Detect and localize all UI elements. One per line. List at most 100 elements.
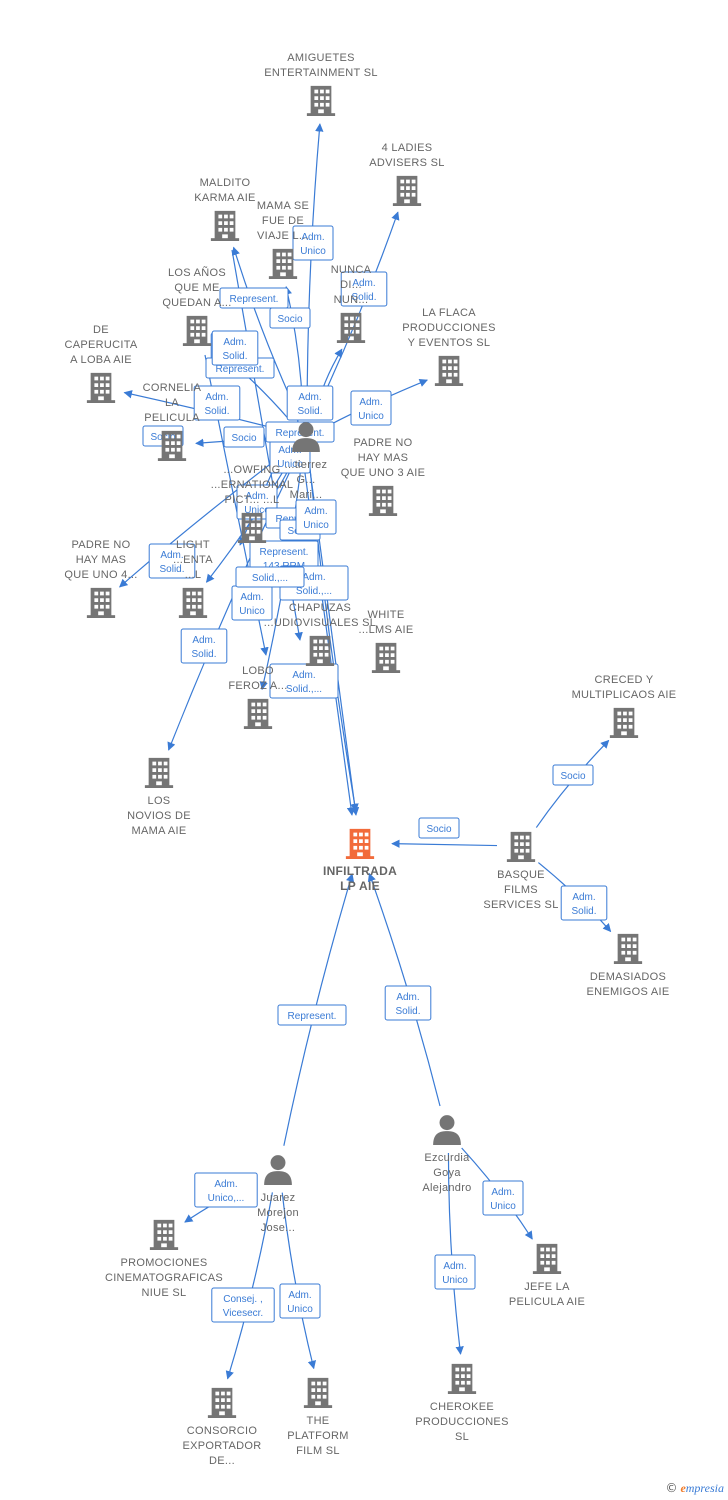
node-light[interactable]: LIGHT...ENTA...L — [173, 539, 213, 618]
edge-ezcurdia-cherokee[interactable] — [447, 1152, 464, 1355]
person-icon — [433, 1115, 461, 1145]
edge-label-gutierrez-padre4[interactable]: Adm.Solid. — [148, 543, 196, 579]
edge-gutierrez-novios[interactable] — [167, 457, 297, 751]
edge-juarez-platform[interactable] — [281, 1192, 317, 1370]
building-icon — [149, 1219, 179, 1250]
edge-label-gutierrez-padre4-text: Adm. — [160, 550, 183, 561]
edge-juarez-consorcio[interactable] — [225, 1192, 273, 1380]
edge-cluster-2[interactable] — [296, 414, 356, 816]
node-label-mama: VIAJE L... — [257, 230, 309, 242]
edge-label-extra-1-text: Adm. — [223, 337, 246, 348]
node-label-caperucita: DE — [93, 324, 109, 336]
edge-label-gutierrez-nunca[interactable]: Adm.Solid. — [286, 385, 334, 421]
node-label-basque: BASQUE — [497, 869, 545, 881]
edge-label-juarez-infiltrada[interactable]: Represent. — [277, 1004, 347, 1026]
edge-label-ezcurdia-cherokee[interactable]: Adm.Unico — [434, 1254, 476, 1290]
edge-label-basque-demasiados-box — [560, 885, 608, 921]
edge-label-gutierrez-novios-text: Solid. — [191, 649, 216, 660]
edge-label-ezcurdia-infiltrada[interactable]: Adm.Solid. — [384, 985, 432, 1021]
edge-label-extra-7-text: Adm. — [302, 572, 325, 583]
edge-label-gutierrez-mama-box — [269, 307, 311, 329]
edge-label-gutierrez-nunca-box — [286, 385, 334, 421]
node-label-juarez: Juarez — [261, 1192, 296, 1204]
brand-footer[interactable]: ©empresia — [665, 1481, 724, 1496]
edge-label-gutierrez-nunca-text: Solid. — [297, 406, 322, 417]
edge-label-gutierrez-infiltrada[interactable]: Adm.Solid.,... — [269, 663, 339, 699]
node-nunca[interactable]: NUNCADI...NUN... — [331, 264, 372, 343]
node-chapuzas[interactable]: CHAPUZAS...UDIOVISUALES SL — [264, 602, 376, 666]
edge-label-juarez-consorcio[interactable]: Consej. ,Vicesecr. — [211, 1287, 275, 1323]
building-icon — [178, 587, 208, 618]
edge-label-gutierrez-light-text: Unico — [244, 505, 270, 516]
edge-label-gutierrez-ladies[interactable]: Adm.Solid. — [340, 271, 388, 307]
node-gutierrez[interactable]: ...tierrezG...Mari... — [285, 422, 328, 501]
node-label-mama: MAMA SE — [257, 200, 309, 212]
node-consorcio[interactable]: CONSORCIOEXPORTADORDE... — [183, 1387, 262, 1467]
edge-label-gutierrez-laflaca[interactable]: Adm.Unico — [350, 390, 392, 426]
edge-gutierrez-amiguetes[interactable] — [306, 123, 324, 413]
node-label-novios: NOVIOS DE — [127, 810, 191, 822]
edge-label-extra-5[interactable]: Adm.Unico — [295, 499, 337, 535]
node-label-cherokee: CHEROKEE — [430, 1401, 494, 1413]
node-label-cherokee: PRODUCCIONES — [415, 1416, 508, 1428]
edge-label-gutierrez-mama[interactable]: Socio — [269, 307, 311, 329]
edge-label-gutierrez-lobo[interactable]: Adm.Unico — [231, 585, 273, 621]
edge-label-basque-infiltrada[interactable]: Socio — [418, 817, 460, 839]
edge-label-gutierrez-cornelia[interactable]: Adm.Solid. — [193, 385, 241, 421]
building-icon — [392, 175, 422, 206]
edge-label-gutierrez-amiguetes[interactable]: Adm.Unico — [292, 225, 334, 261]
node-label-cornelia: CORNELIA — [143, 382, 202, 394]
edge-label-juarez-platform[interactable]: Adm.Unico — [279, 1283, 321, 1319]
edge-label-ezcurdia-jefe[interactable]: Adm.Unico — [482, 1180, 524, 1216]
edge-label-gutierrez-novios[interactable]: Adm. Solid. — [180, 628, 228, 664]
building-icon — [182, 315, 212, 346]
edge-label-extra-1[interactable]: Adm.Solid. — [211, 330, 259, 366]
node-juarez[interactable]: JuarezMorejonJose... — [257, 1155, 299, 1234]
edge-label-gutierrez-maldito[interactable]: Represent. — [219, 287, 289, 309]
node-label-gutierrez: ...tierrez — [285, 459, 328, 471]
edge-label-extra-8[interactable]: Socio — [223, 426, 265, 448]
edge-gutierrez-padre4[interactable] — [119, 450, 288, 588]
node-label-white: ...LMS AIE — [359, 624, 414, 636]
edge-label-extra-9[interactable]: Solid.,... — [235, 566, 305, 588]
building-icon — [506, 831, 536, 862]
edge-label-ezcurdia-cherokee-text: Unico — [442, 1275, 468, 1286]
edge-label-juarez-promociones[interactable]: Adm.Unico,... — [194, 1172, 258, 1208]
node-label-padre3: PADRE NO — [353, 437, 412, 449]
edge-label-juarez-infiltrada-box — [277, 1004, 347, 1026]
edge-label-basque-creced[interactable]: Socio — [552, 764, 594, 786]
building-icon — [613, 933, 643, 964]
brand-name: mpresia — [685, 1481, 724, 1495]
edge-label-gutierrez-novios-text: Adm. — [192, 635, 215, 646]
node-label-basque: SERVICES SL — [483, 899, 558, 911]
person-icon — [264, 1155, 292, 1185]
edge-basque-infiltrada[interactable] — [391, 839, 498, 848]
edge-label-basque-demasiados[interactable]: Adm.Solid. — [560, 885, 608, 921]
edge-label-juarez-promociones-box — [194, 1172, 258, 1208]
node-white[interactable]: WHITE...LMS AIE — [359, 609, 414, 673]
building-icon — [86, 587, 116, 618]
node-label-demasiados: ENEMIGOS AIE — [586, 986, 669, 998]
